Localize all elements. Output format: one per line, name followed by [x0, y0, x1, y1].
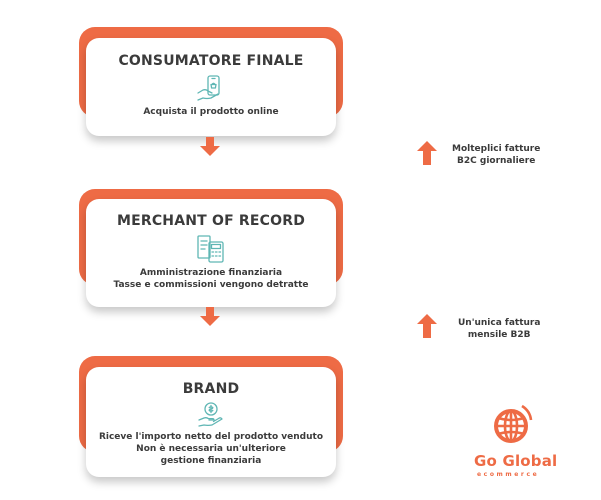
- brand-text-line-2: Non è necessaria un'ulteriore: [136, 444, 286, 454]
- calculator-invoice-icon: [197, 235, 224, 263]
- brand-text-line-3: gestione finanziaria: [160, 456, 262, 466]
- logo-sub: ecommerce: [477, 471, 540, 478]
- merchant-text-line-2: Tasse e commissioni vengono detratte: [113, 280, 309, 290]
- hand-holding-phone-icon: [197, 75, 220, 101]
- logo-name: Go Global: [474, 452, 558, 470]
- consumer-card: CONSUMATORE FINALE Acquista il prodotto …: [86, 38, 336, 136]
- merchant-text-line-1: Amministrazione finanziaria: [139, 268, 283, 278]
- side-note-b2c-line-2: B2C giornaliere: [457, 156, 536, 166]
- down-arrow-1: [200, 137, 220, 156]
- merchant-title: MERCHANT OF RECORD: [116, 213, 306, 229]
- merchant-card: MERCHANT OF RECORD Amministrazione finan…: [86, 199, 336, 307]
- down-arrow-2: [200, 307, 220, 326]
- side-note-b2c: Molteplici fatture B2C giornaliere: [452, 143, 540, 167]
- globe-icon: [494, 404, 533, 443]
- side-note-b2b-line-2: mensile B2B: [467, 330, 531, 340]
- side-note-b2b: Un'unica fattura mensile B2B: [458, 317, 540, 341]
- side-note-b2c-line-1: Molteplici fatture: [452, 144, 541, 154]
- brand-card: BRAND Riceve l'importo netto del prodott…: [86, 367, 336, 477]
- consumer-title: CONSUMATORE FINALE: [118, 53, 304, 69]
- side-note-b2b-line-1: Un'unica fattura: [458, 318, 541, 328]
- brand-title: BRAND: [182, 381, 240, 397]
- consumer-text: Acquista il prodotto online: [143, 107, 279, 117]
- hand-coin-icon: [198, 402, 223, 427]
- brand-text-line-1: Riceve l'importo netto del prodotto vend…: [98, 432, 324, 442]
- up-arrow-2: [417, 314, 437, 338]
- up-arrow-1: [417, 141, 437, 165]
